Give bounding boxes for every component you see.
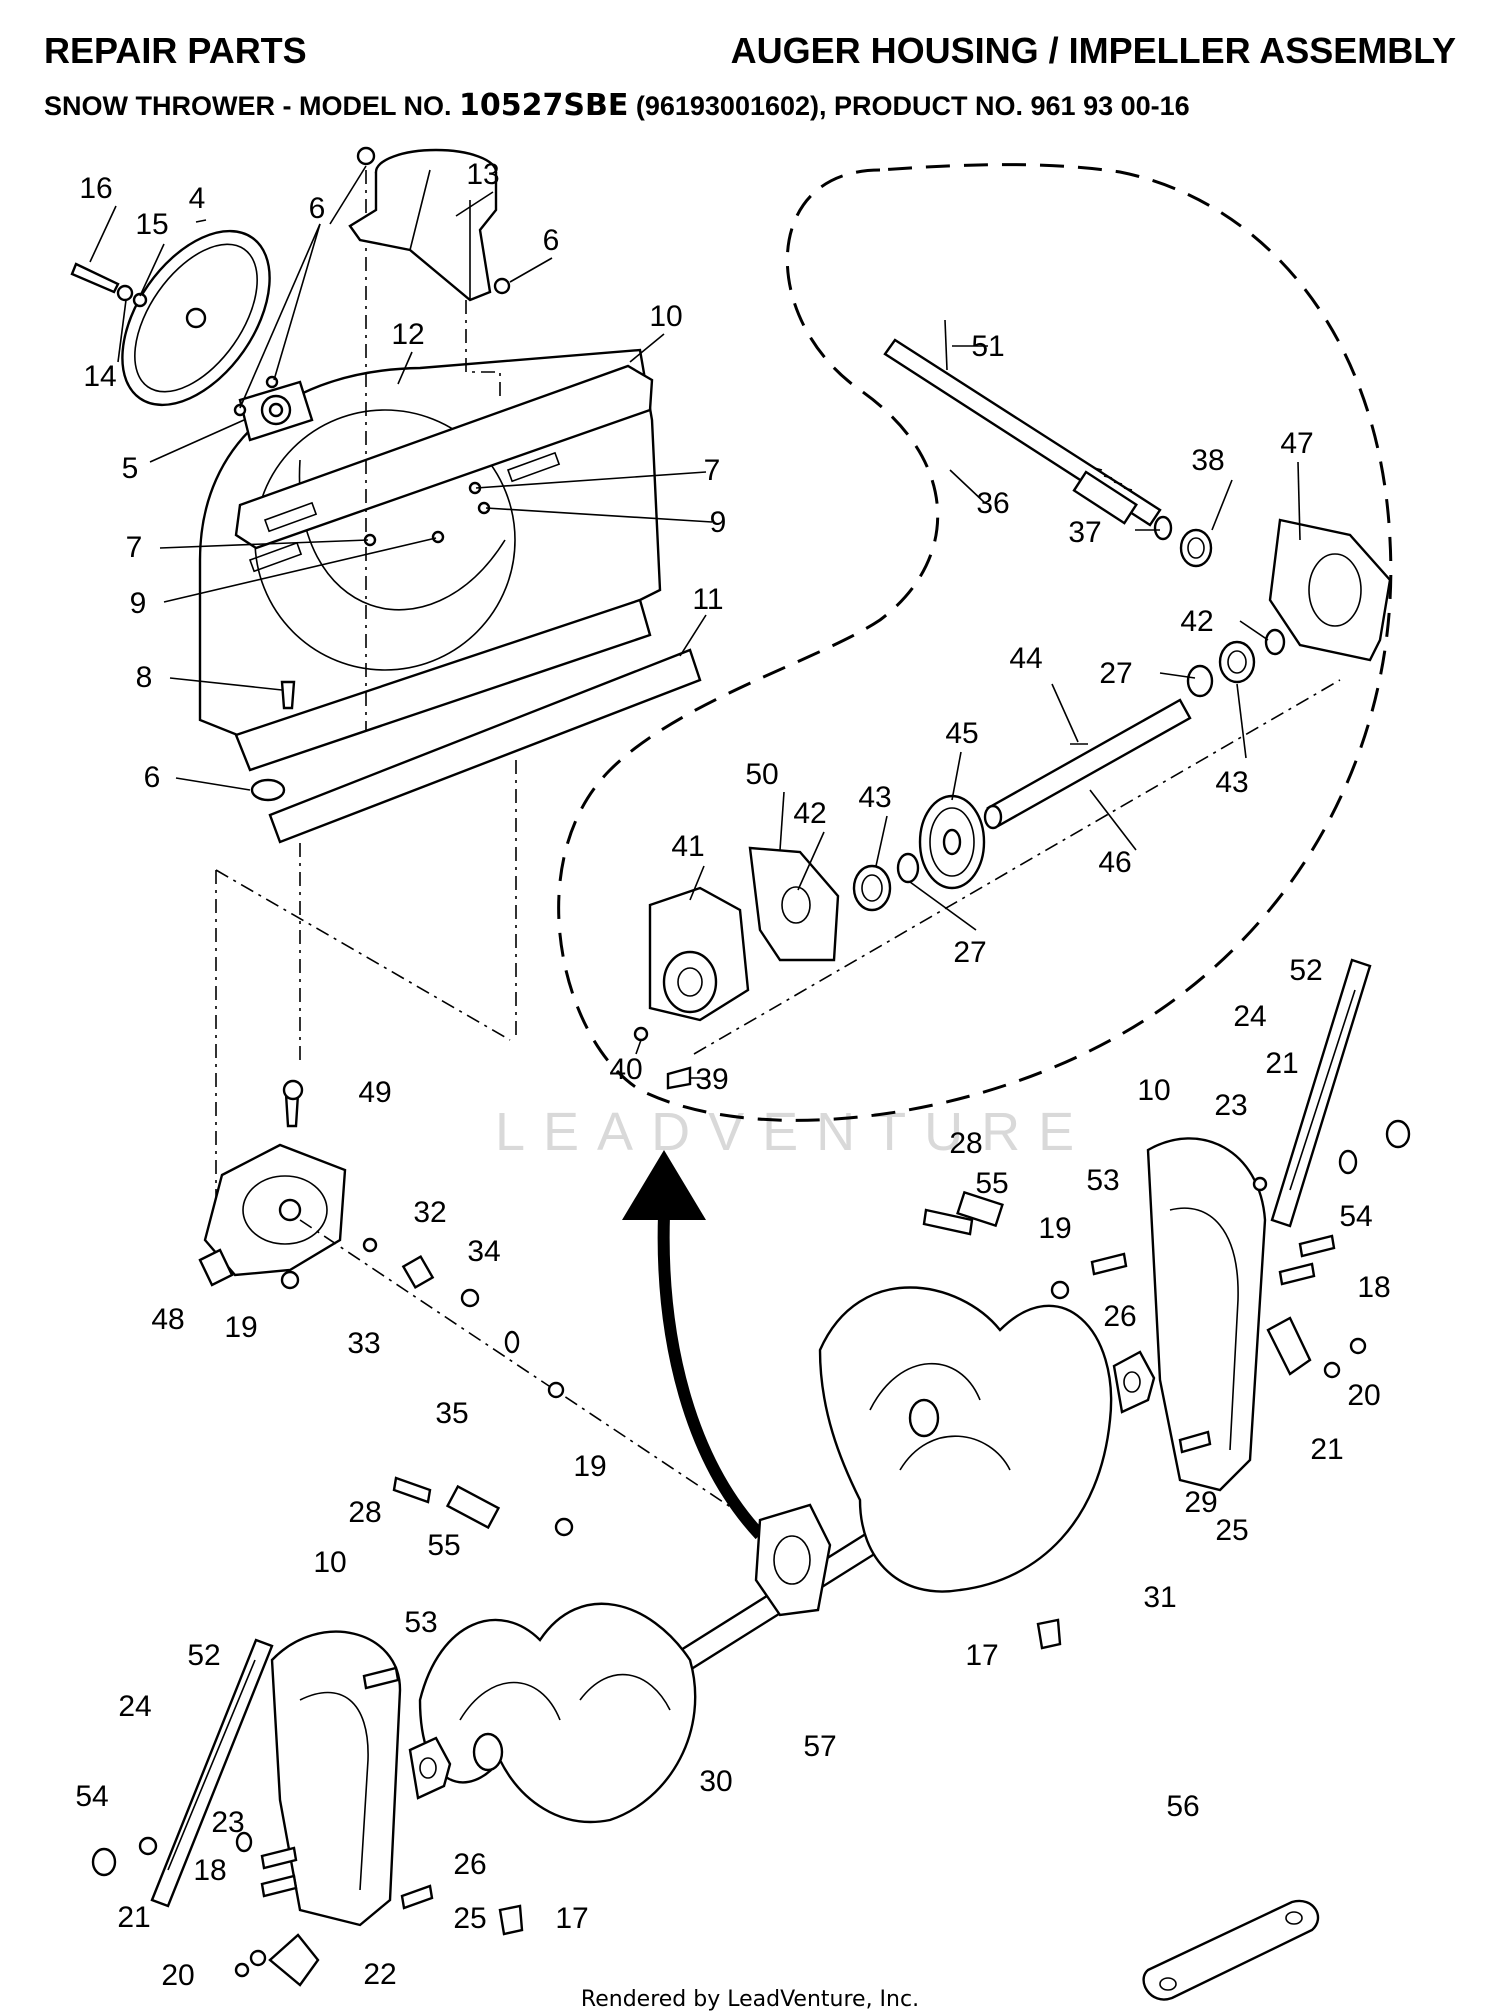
callout-24: 24 — [1233, 1000, 1266, 1033]
callout-28: 28 — [949, 1127, 982, 1160]
callout-20: 20 — [161, 1959, 194, 1992]
callout-43: 43 — [1215, 766, 1248, 799]
callout-22: 22 — [363, 1958, 396, 1991]
callout-40: 40 — [609, 1053, 642, 1086]
callout-39: 39 — [695, 1063, 728, 1096]
callout-11: 11 — [692, 583, 723, 616]
callout-19: 19 — [573, 1450, 606, 1483]
callout-35: 35 — [435, 1397, 468, 1430]
callout-43: 43 — [858, 781, 891, 814]
pulley — [70, 229, 271, 407]
watermark: LEADVENTURE — [495, 1102, 1092, 1162]
callout-4: 4 — [189, 182, 206, 215]
callout-48: 48 — [151, 1303, 184, 1336]
auger-housing — [198, 170, 702, 1210]
subtitle-suffix: (96193001602), PRODUCT NO. 961 93 00-16 — [635, 91, 1190, 121]
callout-28: 28 — [348, 1496, 381, 1529]
callout-29: 29 — [1184, 1486, 1217, 1519]
bearing-flange — [233, 375, 314, 442]
callout-21: 21 — [1265, 1047, 1298, 1080]
callout-50: 50 — [745, 758, 778, 791]
chute-adapter — [348, 148, 501, 400]
callout-26: 26 — [453, 1848, 486, 1881]
callout-53: 53 — [1086, 1164, 1119, 1197]
callout-5: 5 — [122, 452, 139, 485]
callout-19: 19 — [1038, 1212, 1071, 1245]
callout-21: 21 — [117, 1901, 150, 1934]
callout-9: 9 — [130, 587, 147, 620]
callout-56: 56 — [1166, 1790, 1199, 1823]
page-title-right: AUGER HOUSING / IMPELLER ASSEMBLY — [730, 30, 1456, 71]
callout-45: 45 — [945, 717, 978, 750]
callout-13: 13 — [466, 158, 499, 191]
callout-17: 17 — [965, 1639, 998, 1672]
page-title-left: REPAIR PARTS — [44, 30, 307, 71]
callout-34: 34 — [467, 1235, 500, 1268]
callout-24: 24 — [118, 1690, 151, 1723]
callout-20: 20 — [1347, 1379, 1380, 1412]
callout-18: 18 — [193, 1854, 226, 1887]
callout-12: 12 — [391, 318, 424, 351]
callout-23: 23 — [1214, 1089, 1247, 1122]
callout-55: 55 — [975, 1167, 1008, 1200]
footer-credit: Rendered by LeadVenture, Inc. — [580, 1987, 920, 2012]
subtitle-prefix: SNOW THROWER - MODEL NO. — [44, 91, 452, 121]
callout-32: 32 — [413, 1196, 446, 1229]
callout-42: 42 — [1180, 605, 1213, 638]
callout-25: 25 — [453, 1902, 486, 1935]
callout-57: 57 — [803, 1730, 836, 1763]
callout-8: 8 — [136, 661, 153, 694]
callout-33: 33 — [347, 1327, 380, 1360]
callout-46: 46 — [1098, 846, 1131, 879]
model-number: 10527SBE — [459, 88, 629, 123]
callout-37: 37 — [1068, 516, 1101, 549]
callout-44: 44 — [1009, 642, 1042, 675]
callout-55: 55 — [427, 1529, 460, 1562]
callout-25: 25 — [1215, 1514, 1248, 1547]
callout-36: 36 — [976, 487, 1009, 520]
callout-15: 15 — [135, 208, 168, 241]
callout-23: 23 — [211, 1806, 244, 1839]
callout-6: 6 — [144, 761, 161, 794]
callout-7: 7 — [704, 454, 721, 487]
callout-47: 47 — [1280, 427, 1313, 460]
callout-51: 51 — [971, 330, 1004, 363]
callout-49: 49 — [358, 1076, 391, 1109]
callout-6: 6 — [543, 224, 560, 257]
callout-7: 7 — [126, 531, 143, 564]
callout-9: 9 — [710, 506, 727, 539]
gearbox-parts — [633, 319, 1392, 1090]
impeller-assembly — [91, 958, 1411, 2001]
callout-19: 19 — [224, 1311, 257, 1344]
callout-16: 16 — [79, 172, 112, 205]
leader-lines — [89, 165, 1301, 1079]
callout-41: 41 — [671, 830, 704, 863]
gearbox-group-outline — [557, 163, 1393, 1122]
callout-52: 52 — [187, 1639, 220, 1672]
callout-6: 6 — [309, 192, 326, 225]
callout-18: 18 — [1357, 1271, 1390, 1304]
callout-26: 26 — [1103, 1300, 1136, 1333]
callout-30: 30 — [699, 1765, 732, 1798]
subtitle: SNOW THROWER - MODEL NO. 10527SBE (96193… — [44, 88, 1456, 123]
callout-10: 10 — [313, 1546, 346, 1579]
reference-arrow — [622, 1150, 765, 1540]
callout-27: 27 — [953, 936, 986, 969]
callout-31: 31 — [1143, 1581, 1176, 1614]
callout-27: 27 — [1099, 657, 1132, 690]
callout-53: 53 — [404, 1606, 437, 1639]
callout-10: 10 — [1137, 1074, 1170, 1107]
callout-52: 52 — [1289, 954, 1322, 987]
callout-54: 54 — [75, 1780, 108, 1813]
callout-14: 14 — [83, 360, 116, 393]
header-row: REPAIR PARTS AUGER HOUSING / IMPELLER AS… — [44, 30, 1456, 72]
callout-17: 17 — [555, 1902, 588, 1935]
callout-38: 38 — [1191, 444, 1224, 477]
callout-54: 54 — [1339, 1200, 1372, 1233]
callout-21: 21 — [1310, 1433, 1343, 1466]
callout-10: 10 — [649, 300, 682, 333]
callout-42: 42 — [793, 797, 826, 830]
